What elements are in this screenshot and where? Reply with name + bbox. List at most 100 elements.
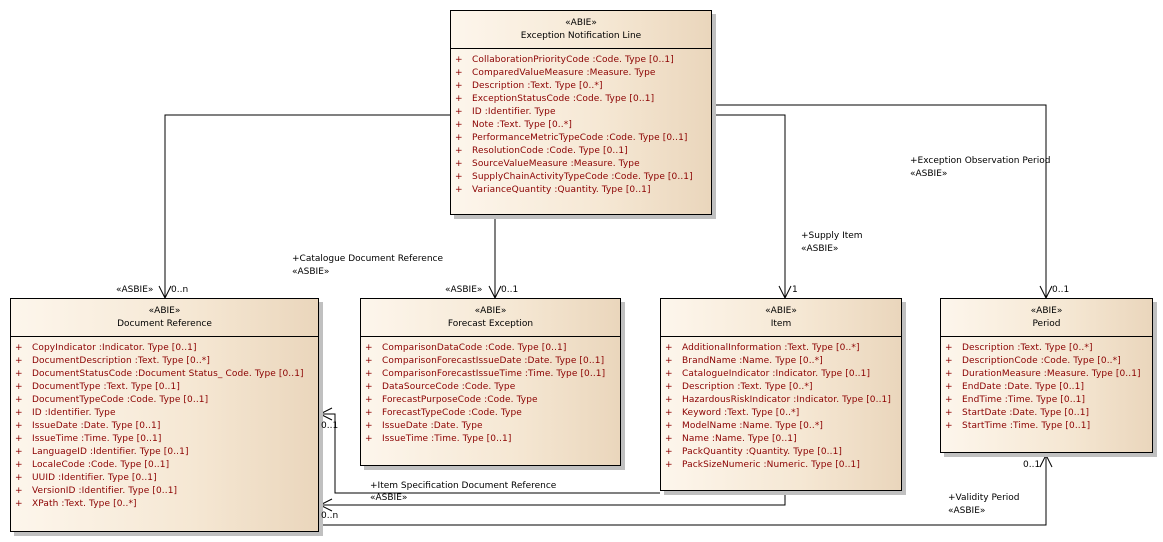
attribute-row[interactable]: +ComparisonDataCode :Code. Type [0..1] (365, 342, 620, 355)
attribute-text: Description :Text. Type [0..*] (472, 81, 603, 91)
attribute-text: LanguageID :Identifier. Type [0..1] (32, 447, 189, 457)
attribute-row[interactable]: + DocumentType :Text. Type [0..1] (15, 381, 318, 394)
attribute-row[interactable]: +SupplyChainActivityTypeCode :Code. Type… (455, 171, 711, 184)
attribute-row[interactable]: +StartTime :Time. Type [0..1] (945, 420, 1152, 433)
attribute-row[interactable]: +DescriptionCode :Code. Type [0..*] (945, 355, 1152, 368)
attribute-row[interactable]: +LanguageID :Identifier. Type [0..1] (15, 446, 318, 459)
visibility-public-icon: + (455, 133, 463, 143)
attribute-row[interactable]: +IssueDate :Date. Type (365, 420, 620, 433)
attribute-text: DataSourceCode :Code. Type (382, 382, 516, 392)
attribute-row[interactable]: +DocumentDescription :Text. Type [0..*] (15, 355, 318, 368)
attribute-row[interactable]: +DurationMeasure :Measure. Type [0..1] (945, 368, 1152, 381)
attribute-row[interactable]: +Note :Text. Type [0..*] (455, 119, 711, 132)
attribute-text: DocumentDescription :Text. Type [0..*] (32, 356, 211, 366)
attribute-row[interactable]: +VarianceQuantity :Quantity. Type [0..1] (455, 184, 711, 197)
visibility-public-icon: + (15, 460, 23, 470)
attribute-row[interactable]: +SourceValueMeasure :Measure. Type (455, 158, 711, 171)
attribute-text: IssueTime :Time. Type [0..1] (382, 434, 512, 444)
stereotype: «ABIE» (765, 306, 797, 316)
item-spec-doc-ref-stereotype: «ASBIE» (370, 493, 408, 503)
attribute-row[interactable]: +Description :Text. Type [0..*] (665, 381, 901, 394)
attribute-row[interactable]: +ForecastPurposeCode :Code. Type (365, 394, 620, 407)
item-spec-doc-ref-multiplicity: 0..1 (321, 421, 339, 431)
attribute-row[interactable]: +PerformanceMetricTypeCode :Code. Type [… (455, 132, 711, 145)
attribute-row[interactable]: +ResolutionCode :Code. Type [0..1] (455, 145, 711, 158)
attribute-row[interactable]: +HazardousRiskIndicator :Indicator. Type… (665, 394, 901, 407)
visibility-public-icon: + (665, 343, 673, 353)
attribute-row[interactable]: +UUID :Identifier. Type [0..1] (15, 472, 318, 485)
attribute-row[interactable]: +DocumentTypeCode :Code. Type [0..1] (15, 394, 318, 407)
attribute-row[interactable]: +Name :Name. Type [0..1] (665, 433, 901, 446)
visibility-public-icon: + (665, 421, 673, 431)
class-forecast-exception[interactable]: «ABIE» Forecast Exception +ComparisonDat… (360, 298, 621, 466)
attribute-row[interactable]: + ForecastTypeCode :Code. Type (365, 407, 620, 420)
class-item[interactable]: «ABIE» Item +AdditionalInformation :Text… (660, 298, 902, 491)
visibility-public-icon: + (455, 94, 463, 104)
class-period[interactable]: «ABIE» Period +Description :Text. Type [… (940, 298, 1153, 453)
attribute-row[interactable]: +DocumentStatusCode :Document Status_ Co… (15, 368, 318, 381)
attribute-row[interactable]: +EndTime :Time. Type [0..1] (945, 394, 1152, 407)
attribute-text: ResolutionCode :Code. Type [0..1] (472, 146, 628, 156)
attribute-text: ExceptionStatusCode :Code. Type [0..1] (472, 94, 655, 104)
attribute-row[interactable]: +EndDate :Date. Type [0..1] (945, 381, 1152, 394)
attribute-row[interactable]: +AdditionalInformation :Text. Type [0..*… (665, 342, 901, 355)
attribute-row[interactable]: +StartDate :Date. Type [0..1] (945, 407, 1152, 420)
attribute-row[interactable]: +IssueDate :Date. Type [0..1] (15, 420, 318, 433)
link-doc-ref (164, 114, 450, 298)
attribute-row[interactable]: +ComparisonForecastIssueTime :Time. Type… (365, 368, 620, 381)
attribute-row[interactable]: +PackQuantity :Quantity. Type [0..1] (665, 446, 901, 459)
attribute-row[interactable]: +CatalogueIndicator :Indicator. Type [0.… (665, 368, 901, 381)
attribute-row[interactable]: +Description :Text. Type [0..*] (945, 342, 1152, 355)
attribute-row[interactable]: +PackSizeNumeric :Numeric. Type [0..1] (665, 459, 901, 472)
attribute-row[interactable]: +XPath :Text. Type [0..*] (15, 498, 318, 511)
attribute-row[interactable]: +DataSourceCode :Code. Type (365, 381, 620, 394)
visibility-public-icon: + (365, 369, 373, 379)
catalogue-doc-ref-role: +Catalogue Document Reference (292, 254, 444, 264)
attribute-row[interactable]: +ID :Identifier. Type (15, 407, 318, 420)
attribute-row[interactable]: +IssueTime :Time. Type [0..1] (365, 433, 620, 446)
attribute-row[interactable]: +IssueTime :Time. Type [0..1] (15, 433, 318, 446)
visibility-public-icon: + (665, 434, 673, 444)
attribute-row[interactable]: +ID :Identifier. Type (455, 106, 711, 119)
attribute-text: IssueDate :Date. Type (382, 421, 483, 431)
class-header: «ABIE» Document Reference (11, 299, 318, 337)
attribute-row[interactable]: +Keyword :Text. Type [0..*] (665, 407, 901, 420)
attribute-row[interactable]: +Description :Text. Type [0..*] (455, 80, 711, 93)
visibility-public-icon: + (15, 382, 23, 392)
attribute-row[interactable]: +CollaborationPriorityCode :Code. Type [… (455, 54, 711, 67)
attribute-text: BrandName :Name. Type [0..*] (682, 356, 823, 366)
visibility-public-icon: + (365, 408, 373, 418)
visibility-public-icon: + (15, 473, 23, 483)
class-header: «ABIE» Item (661, 299, 901, 337)
attribute-row[interactable]: +ComparedValueMeasure :Measure. Type (455, 67, 711, 80)
class-name: Document Reference (117, 319, 212, 329)
forecast-exception-stereotype: «ASBIE» (445, 285, 483, 295)
attribute-text: Description :Text. Type [0..*] (962, 343, 1093, 353)
attribute-row[interactable]: +CopyIndicator :Indicator. Type [0..1] (15, 342, 318, 355)
attribute-text: DocumentTypeCode :Code. Type [0..1] (32, 395, 209, 405)
attribute-row[interactable]: +ComparisonForecastIssueDate :Date. Type… (365, 355, 620, 368)
attribute-text: HazardousRiskIndicator :Indicator. Type … (682, 395, 891, 405)
attribute-list: +CopyIndicator :Indicator. Type [0..1]+D… (11, 337, 318, 511)
attribute-text: LocaleCode :Code. Type [0..1] (32, 460, 170, 470)
visibility-public-icon: + (665, 447, 673, 457)
attribute-text: ForecastPurposeCode :Code. Type (382, 395, 538, 405)
visibility-public-icon: + (945, 369, 953, 379)
attribute-text: DocumentType :Text. Type [0..1] (32, 382, 180, 392)
class-document-reference[interactable]: «ABIE» Document Reference +CopyIndicator… (10, 298, 319, 532)
attribute-row[interactable]: +BrandName :Name. Type [0..*] (665, 355, 901, 368)
class-header: «ABIE» Period (941, 299, 1152, 337)
attribute-text: ID :Identifier. Type (472, 107, 556, 117)
attribute-list: +AdditionalInformation :Text. Type [0..*… (661, 337, 901, 472)
attribute-row[interactable]: +VersionID :Identifier. Type [0..1] (15, 485, 318, 498)
attribute-row[interactable]: + ExceptionStatusCode :Code. Type [0..1] (455, 93, 711, 106)
attribute-row[interactable]: + LocaleCode :Code. Type [0..1] (15, 459, 318, 472)
attribute-text: EndTime :Time. Type [0..1] (962, 395, 1086, 405)
attribute-text: DocumentStatusCode :Document Status_ Cod… (32, 369, 304, 379)
validity-period-stereotype: «ASBIE» (948, 506, 986, 516)
attribute-row[interactable]: +ModelName :Name. Type [0..*] (665, 420, 901, 433)
attribute-text: Note :Text. Type [0..*] (472, 120, 572, 130)
class-exception-notification-line[interactable]: «ABIE» Exception Notification Line +Coll… (450, 10, 712, 215)
attribute-text: ForecastTypeCode :Code. Type (382, 408, 522, 418)
attribute-text: CollaborationPriorityCode :Code. Type [0… (472, 55, 674, 65)
